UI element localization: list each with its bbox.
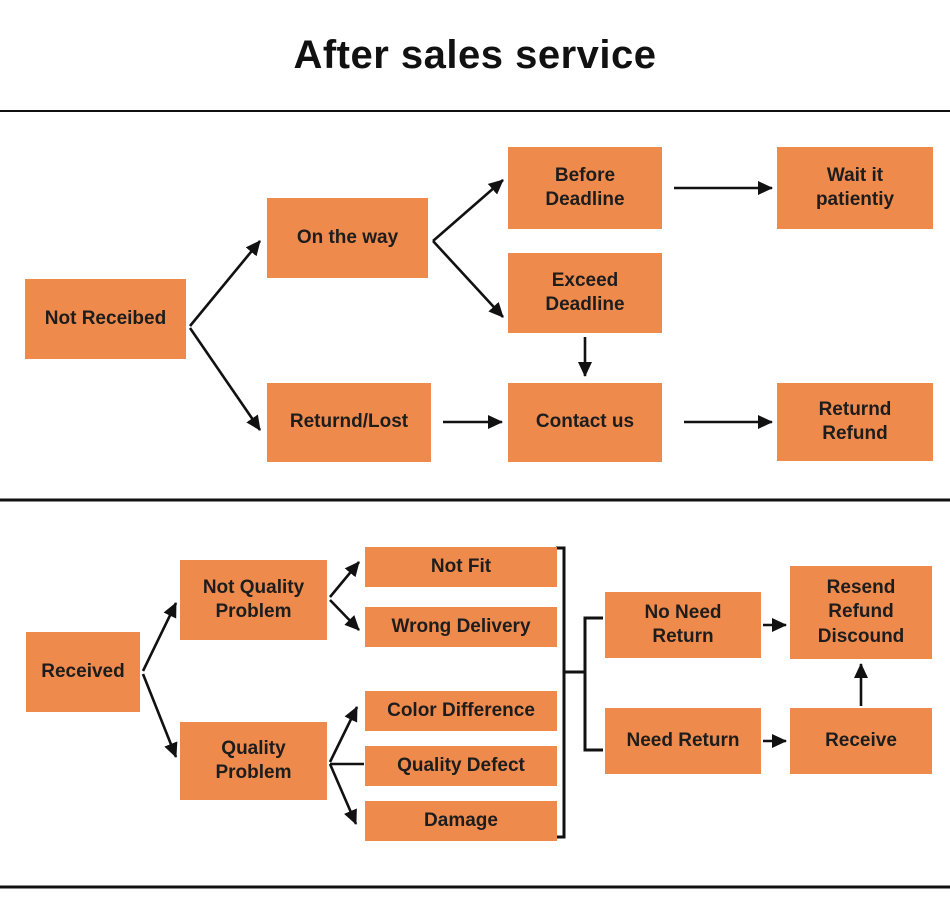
arrow-received-to-quality-problem bbox=[141, 673, 178, 758]
node-wrong-delivery: Wrong Delivery bbox=[365, 607, 557, 647]
arrow-qp-to-color-difference bbox=[328, 706, 359, 763]
arrow-nqp-to-wrong-delivery bbox=[329, 599, 360, 631]
arrow-nqp-to-not-fit bbox=[328, 561, 361, 598]
page-title: After sales service bbox=[293, 33, 657, 77]
node-returnd-refund: Returnd Refund bbox=[777, 383, 933, 461]
node-on-the-way: On the way bbox=[267, 198, 428, 278]
node-received: Received bbox=[26, 632, 140, 712]
node-quality-problem: Quality Problem bbox=[180, 722, 327, 800]
node-quality-defect: Quality Defect bbox=[365, 746, 557, 786]
arrow-qp-to-damage bbox=[328, 763, 358, 825]
arrow-not-received-to-on-the-way bbox=[188, 240, 262, 327]
arrow-on-the-way-to-before-deadline bbox=[432, 179, 504, 242]
node-resend-refund-discound: Resend Refund Discound bbox=[790, 566, 932, 659]
arrow-on-the-way-to-exceed-deadline bbox=[432, 240, 504, 318]
node-returnd-lost: Returnd/Lost bbox=[267, 383, 431, 462]
node-wait-patiently: Wait it patientiy bbox=[777, 147, 933, 229]
node-contact-us: Contact us bbox=[508, 383, 662, 462]
node-receive: Receive bbox=[790, 708, 932, 774]
bracket-left bbox=[556, 546, 566, 839]
node-no-need-return: No Need Return bbox=[605, 592, 761, 658]
node-damage: Damage bbox=[365, 801, 557, 841]
node-not-fit: Not Fit bbox=[365, 547, 557, 587]
node-color-difference: Color Difference bbox=[365, 691, 557, 731]
node-not-received: Not Receibed bbox=[25, 279, 186, 359]
node-not-quality-problem: Not Quality Problem bbox=[180, 560, 327, 640]
arrow-not-received-to-returnd-lost bbox=[188, 327, 262, 431]
arrow-received-to-not-quality-problem bbox=[141, 602, 178, 672]
node-exceed-deadline: Exceed Deadline bbox=[508, 253, 662, 333]
node-need-return: Need Return bbox=[605, 708, 761, 774]
bracket-right bbox=[583, 616, 603, 752]
node-before-deadline: Before Deadline bbox=[508, 147, 662, 229]
